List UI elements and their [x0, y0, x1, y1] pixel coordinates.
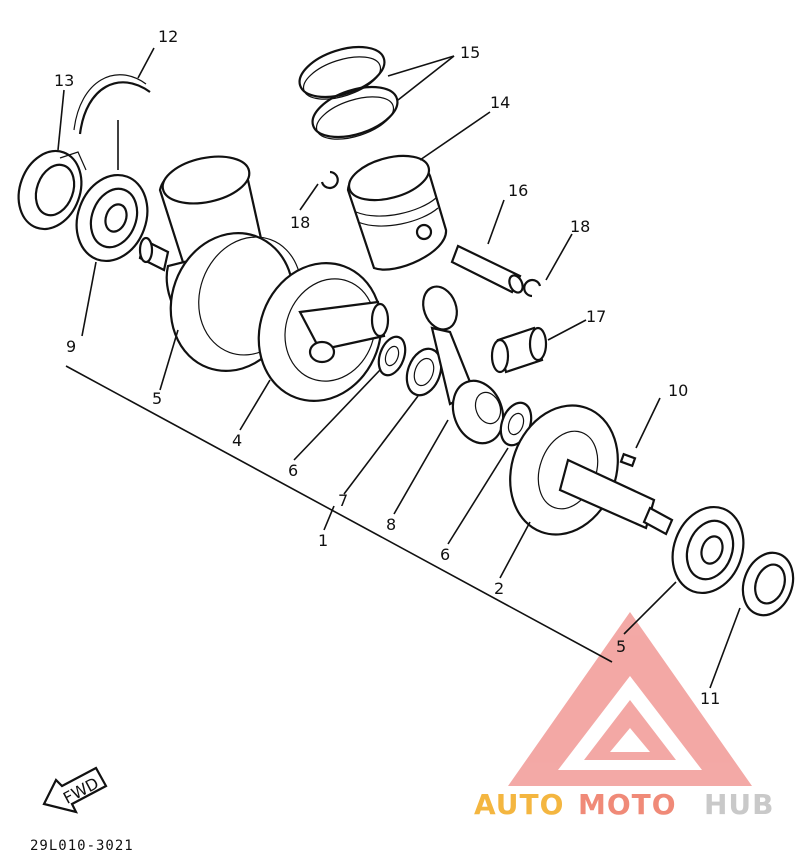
callout-9: 9 [66, 337, 76, 356]
callout-3: 4 [232, 431, 242, 450]
woodruff-key [619, 452, 637, 468]
right-flywheel-crank [257, 261, 390, 403]
callout-4: 5 [152, 389, 162, 408]
callout-18-right: 18 [570, 217, 590, 236]
piston [346, 154, 448, 271]
callout-6-right: 6 [440, 545, 450, 564]
right-crank-half [509, 404, 674, 536]
callout-7: 7 [338, 491, 348, 510]
callout-11: 11 [700, 689, 720, 708]
callout-16: 16 [508, 181, 528, 200]
callout-1: 1 [318, 531, 328, 550]
callout-18-left: 18 [290, 213, 310, 232]
callout-2: 2 [494, 579, 504, 598]
circlip-and-oil-seal [17, 74, 151, 231]
callout-17: 17 [586, 307, 606, 326]
watermark-moto: MOTO [578, 788, 677, 821]
watermark-text: AUTO MOTO HUB [474, 788, 775, 821]
watermark-logo [508, 612, 752, 786]
piston-pin [450, 244, 524, 294]
watermark-auto: AUTO [474, 788, 564, 821]
fwd-arrow: FWD [42, 766, 108, 814]
callout-5: 5 [616, 637, 626, 656]
callout-13: 13 [54, 71, 74, 90]
washer-and-needle-bearing [377, 335, 443, 397]
piston-rings [298, 45, 399, 140]
left-bearing [75, 173, 149, 263]
leader-lines [57, 47, 741, 689]
right-bearing [671, 505, 745, 595]
callout-6-left: 6 [288, 461, 298, 480]
circlips [320, 170, 542, 298]
callout-8: 8 [386, 515, 396, 534]
callout-12: 12 [158, 27, 178, 46]
callout-14: 14 [490, 93, 510, 112]
small-end-bearing [490, 326, 548, 374]
watermark-hub: HUB [704, 788, 775, 821]
part-callouts: 12 13 15 14 16 18 18 17 10 9 5 4 6 7 1 8… [54, 27, 720, 708]
right-oil-seal [741, 551, 795, 617]
connecting-rod [422, 285, 505, 445]
drawing-code: 29L010-3021 [30, 838, 134, 854]
callout-15: 15 [460, 43, 480, 62]
callout-10: 10 [668, 381, 688, 400]
